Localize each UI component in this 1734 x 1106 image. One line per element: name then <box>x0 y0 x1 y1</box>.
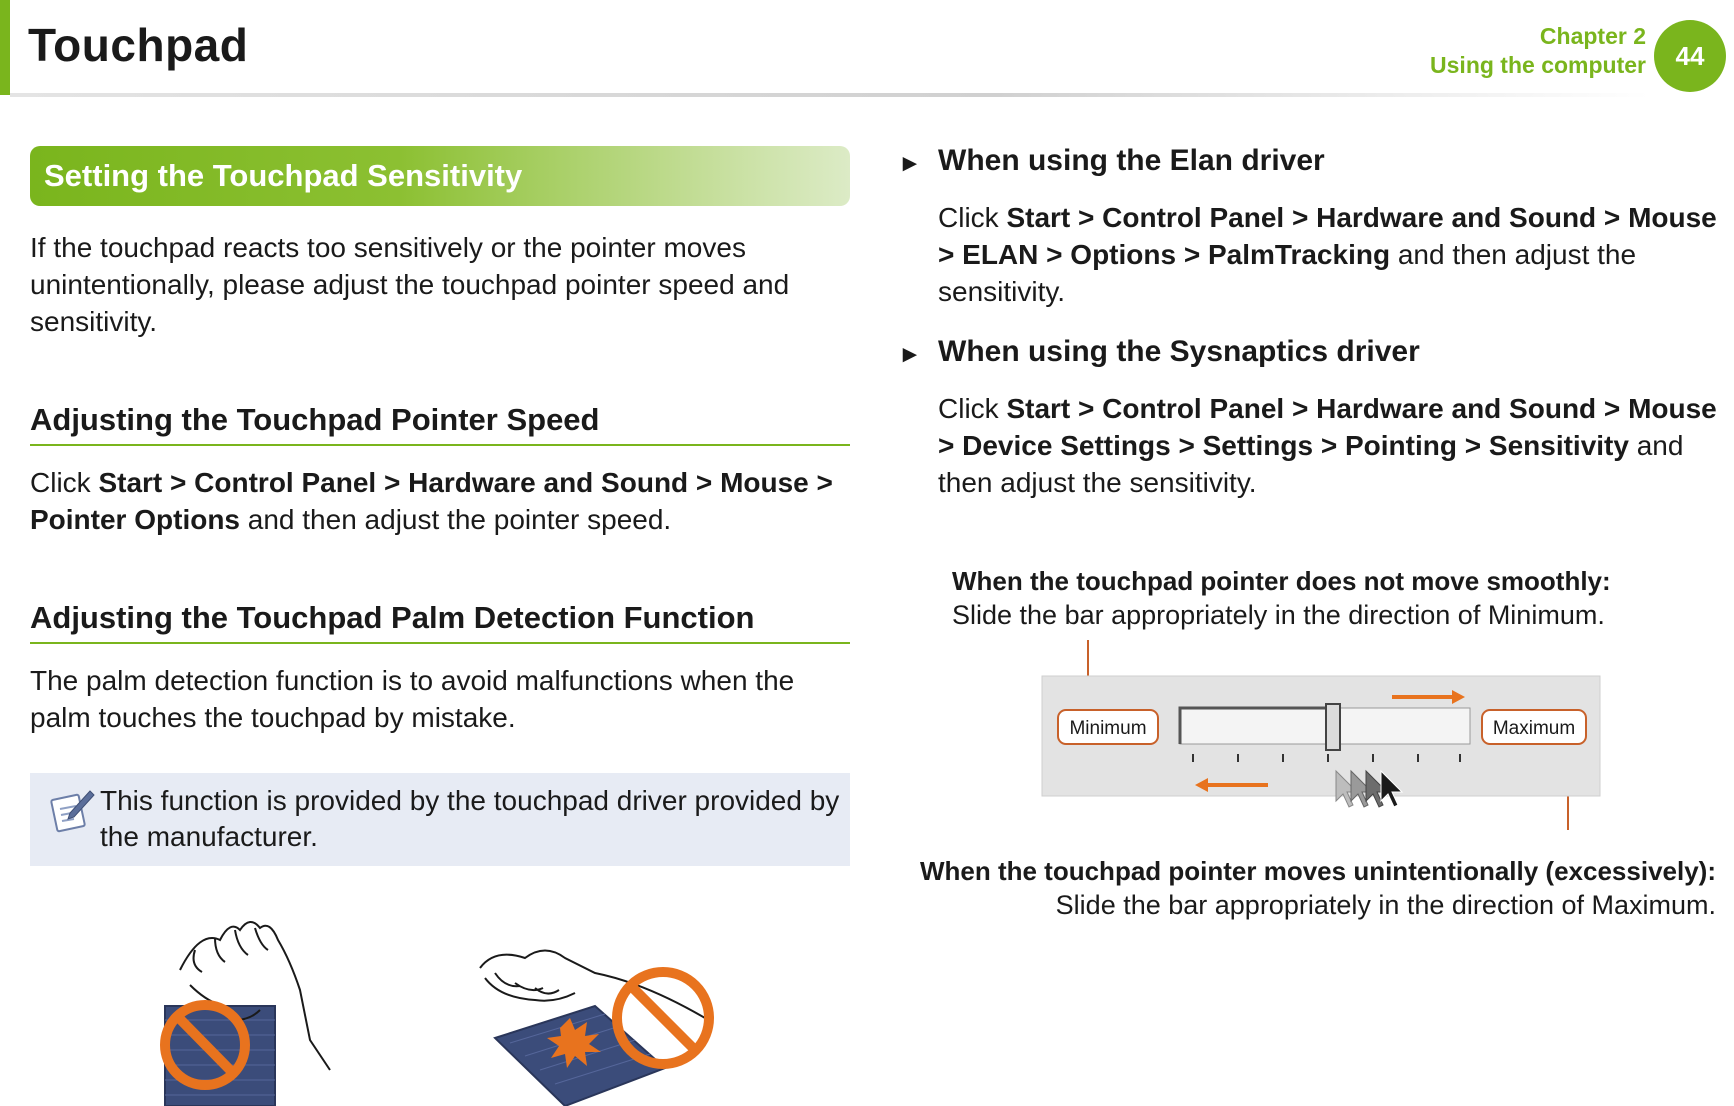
menu-path: Start > Control Panel > Hardware and Sou… <box>938 393 1717 461</box>
path-separator: > <box>1284 202 1317 233</box>
menu-path-item: Hardware and Sound <box>1316 202 1597 233</box>
path-separator: > <box>938 430 963 461</box>
menu-path: Start > Control Panel > Hardware and Sou… <box>938 202 1717 270</box>
path-separator: > <box>1038 239 1071 270</box>
elan-driver-instructions: Click Start > Control Panel > Hardware a… <box>938 199 1718 310</box>
menu-path-item: Control Panel <box>1102 393 1285 424</box>
path-separator: > <box>1070 393 1103 424</box>
path-separator: > <box>688 467 721 498</box>
instruction-tail: and then adjust the sensitivity. <box>938 239 1637 307</box>
note-box: This function is provided by the touchpa… <box>30 773 850 866</box>
slider-ticks <box>1192 754 1461 762</box>
pointer-speed-rule <box>30 444 850 446</box>
excessive-caption-text: Slide the bar appropriately in the direc… <box>1055 890 1716 920</box>
menu-path-item: Options <box>1070 239 1177 270</box>
menu-path-item: Hardware and Sound <box>1316 393 1597 424</box>
header-divider <box>10 93 1650 97</box>
menu-path-item: Mouse <box>1628 202 1717 233</box>
note-pencil-icon <box>50 790 95 833</box>
menu-path-item: Sensitivity <box>1488 430 1629 461</box>
menu-path: Start > Control Panel > Hardware and Sou… <box>30 467 833 535</box>
page-title: Touchpad <box>28 19 249 71</box>
path-separator: > <box>808 467 833 498</box>
menu-path-item: ELAN <box>962 239 1039 270</box>
synaptics-driver-instructions: Click Start > Control Panel > Hardware a… <box>938 390 1718 501</box>
palm-detection-paragraph: The palm detection function is to avoid … <box>30 665 795 733</box>
minimum-label-box <box>1057 709 1159 745</box>
chapter-subtitle: Using the computer <box>1430 52 1646 78</box>
path-separator: > <box>162 467 195 498</box>
decrease-direction-arrow-icon <box>1195 778 1268 792</box>
prohibited-palm-on-touchpad-icon <box>479 949 714 1106</box>
increase-direction-arrow-icon <box>1392 690 1465 704</box>
excessive-caption-heading: When the touchpad pointer moves unintent… <box>919 856 1716 886</box>
minimum-label: Minimum <box>1069 718 1146 739</box>
path-separator: > <box>1456 430 1489 461</box>
path-separator: > <box>1170 430 1203 461</box>
menu-path-item: Control Panel <box>194 467 377 498</box>
mouse-cursor-trail-icon <box>1335 769 1404 808</box>
synaptics-driver-heading: When using the Sysnaptics driver <box>938 335 1420 368</box>
slider-thumb[interactable] <box>1325 703 1341 751</box>
pointer-speed-heading: Adjusting the Touchpad Pointer Speed <box>30 402 600 437</box>
menu-path-item: Device Settings <box>962 430 1171 461</box>
path-separator: > <box>1596 393 1629 424</box>
path-separator: > <box>1284 393 1317 424</box>
intro-paragraph: If the touchpad reacts too sensitively o… <box>30 232 790 337</box>
path-separator: > <box>1070 202 1103 233</box>
palm-detection-rule <box>30 642 850 644</box>
menu-path-item: Mouse <box>1628 393 1717 424</box>
menu-path-item: Start <box>1006 393 1071 424</box>
click-word: Click <box>938 202 999 233</box>
maximum-label: Maximum <box>1493 718 1575 739</box>
menu-path-item: Settings <box>1202 430 1314 461</box>
elan-bullet-arrow-icon: ► <box>898 150 922 177</box>
note-text: This function is provided by the touchpa… <box>100 785 840 852</box>
menu-path-item: PalmTracking <box>1207 239 1391 270</box>
sensitivity-slider-figure: Minimum Maximum <box>1041 640 1601 830</box>
page-number-badge: 44 <box>1654 20 1726 92</box>
maximum-label-box <box>1481 709 1587 745</box>
instruction-tail: and then adjust the pointer speed. <box>247 504 672 535</box>
elan-driver-heading: When using the Elan driver <box>938 144 1325 177</box>
path-separator: > <box>1313 430 1345 461</box>
header-accent-bar <box>0 0 10 95</box>
chapter-label: Chapter 2 Using the computer <box>1430 22 1646 80</box>
pointer-speed-instructions: Click Start > Control Panel > Hardware a… <box>30 464 850 538</box>
palm-detection-heading: Adjusting the Touchpad Palm Detection Fu… <box>30 600 755 635</box>
menu-path-item: Pointing <box>1344 430 1457 461</box>
section-title: Setting the Touchpad Sensitivity <box>44 158 523 193</box>
menu-path-item: Pointer Options <box>30 504 240 535</box>
menu-path-item: Control Panel <box>1102 202 1285 233</box>
path-separator: > <box>1176 239 1208 270</box>
chapter-number: Chapter 2 <box>1539 23 1646 49</box>
instruction-tail: and then adjust the sensitivity. <box>938 430 1684 498</box>
smooth-caption-heading: When the touchpad pointer does not move … <box>952 566 1611 596</box>
menu-path-item: Mouse <box>720 467 809 498</box>
click-word: Click <box>30 467 91 498</box>
menu-path-item: Hardware and Sound <box>408 467 689 498</box>
prohibited-hand-on-touchpad-icon <box>160 921 331 1106</box>
path-separator: > <box>376 467 409 498</box>
menu-path-item: Start <box>98 467 163 498</box>
path-separator: > <box>1596 202 1629 233</box>
path-separator: > <box>938 239 963 270</box>
section-banner: Setting the Touchpad Sensitivity <box>30 146 850 206</box>
click-word: Click <box>938 393 999 424</box>
menu-path-item: Start <box>1006 202 1071 233</box>
smooth-caption-text: Slide the bar appropriately in the direc… <box>952 600 1605 630</box>
synaptics-bullet-arrow-icon: ► <box>898 341 922 368</box>
